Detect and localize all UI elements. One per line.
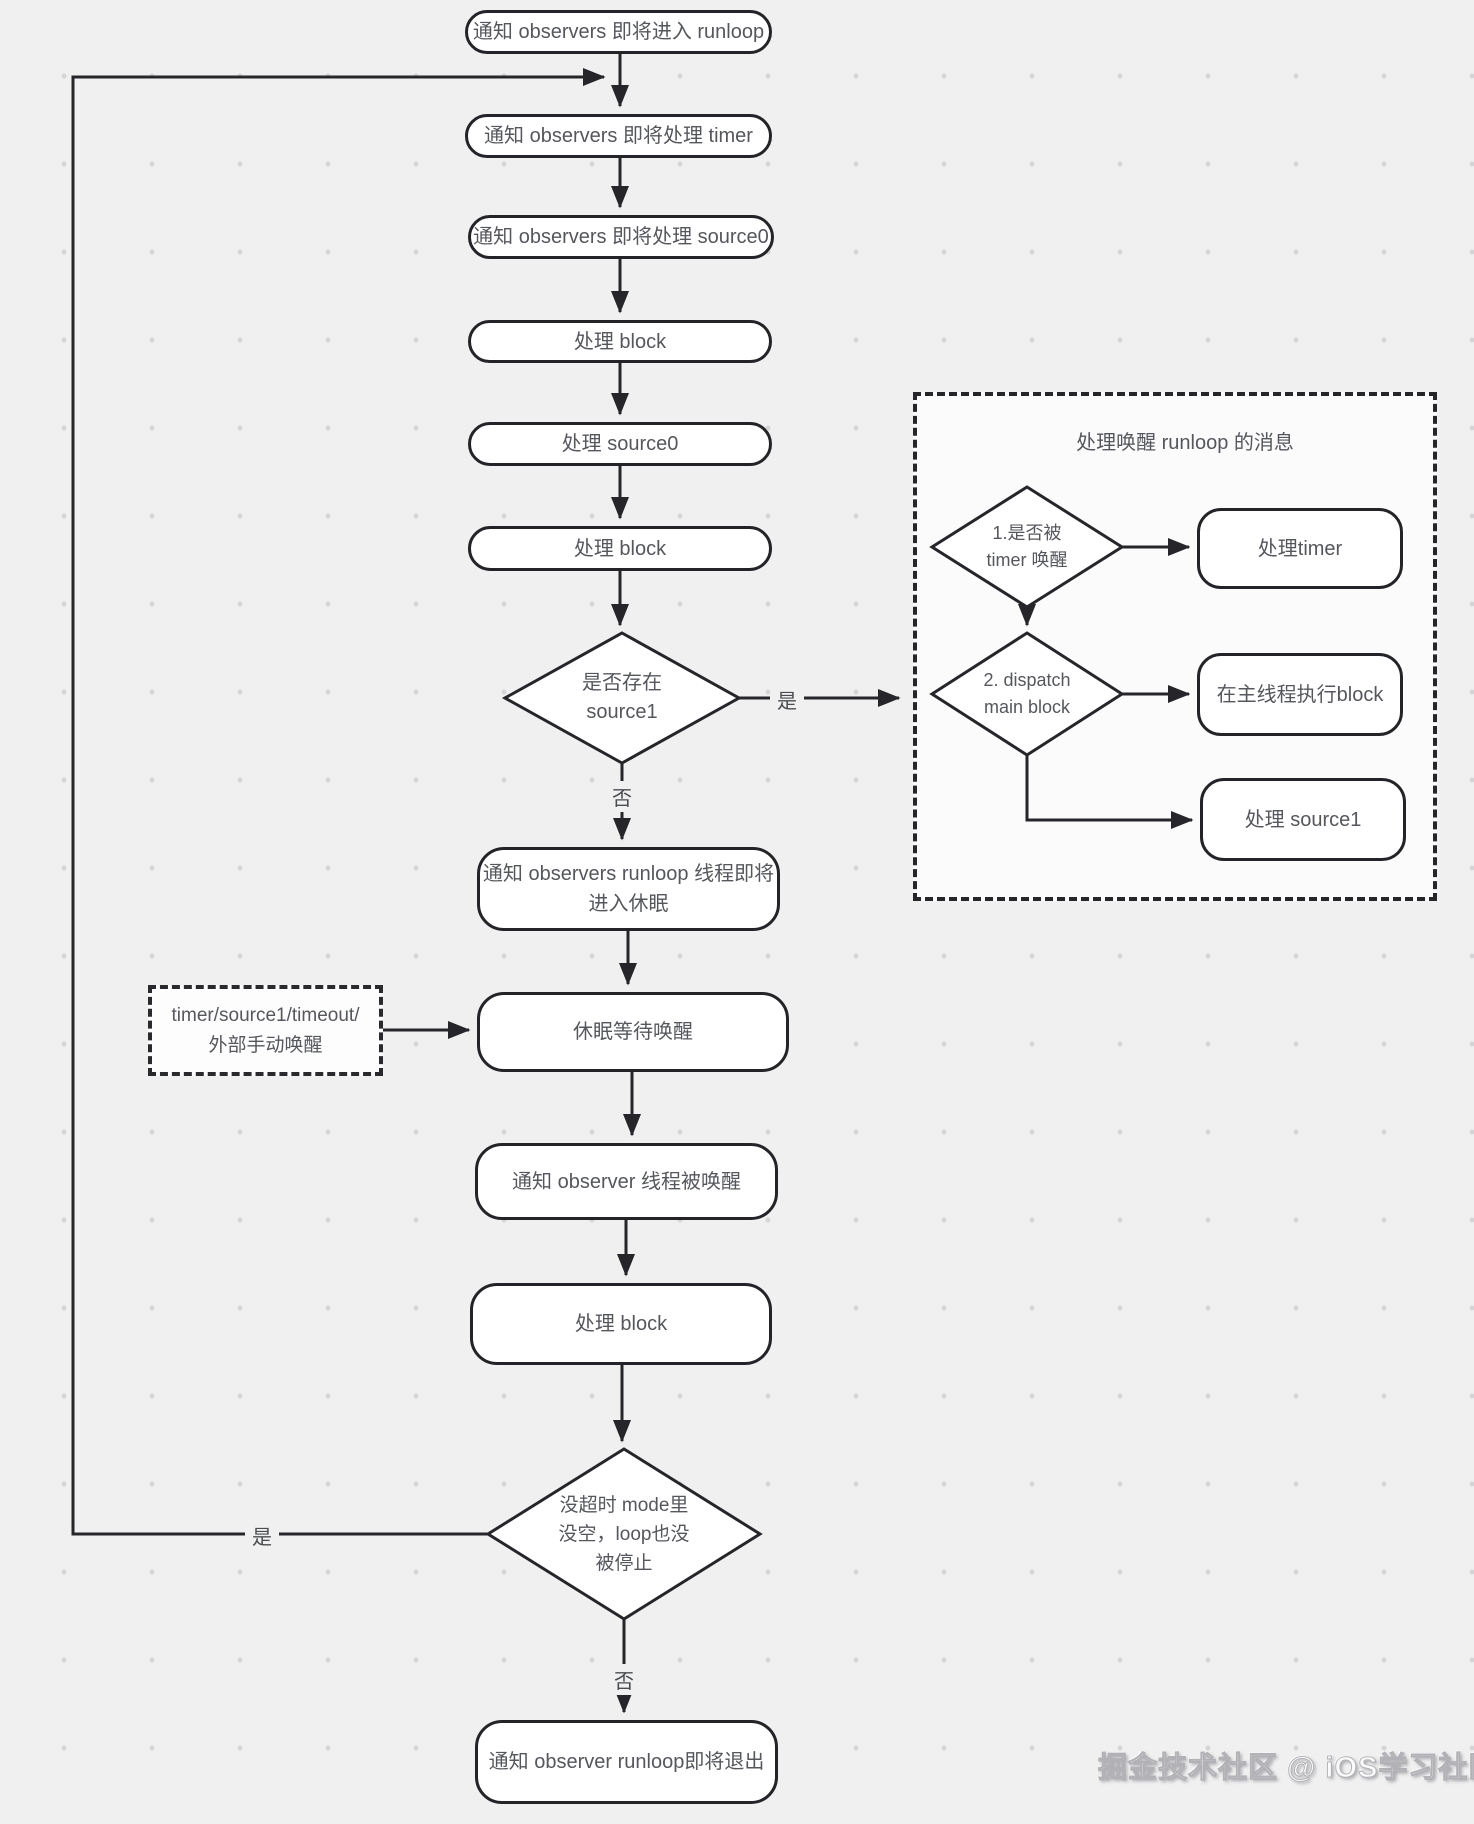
decision-not-timeout-text: 没超时 mode里 没空，loop也没 被停止 (504, 1490, 744, 1578)
node-label: 通知 observers 即将进入 runloop (472, 21, 765, 43)
node-label: 休眠等待唤醒 (573, 1021, 693, 1043)
note-label: timer/source1/timeout/ 外部手动唤醒 (172, 1001, 360, 1061)
node-label: 通知 observers 即将处理 timer (484, 125, 753, 147)
node-notify-will-sleep: 通知 observers runloop 线程即将 进入休眠 (477, 847, 780, 931)
node-handle-timer: 处理timer (1197, 508, 1403, 589)
node-notify-enter-runloop: 通知 observers 即将进入 runloop (465, 10, 772, 54)
node-label: 通知 observers runloop 线程即将 进入休眠 (483, 859, 774, 919)
node-label: 处理 block (573, 537, 667, 560)
node-handle-block-2: 处理 block (468, 526, 772, 571)
node-notify-handle-source0: 通知 observers 即将处理 source0 (468, 215, 774, 259)
label-yes-loop-back: 是 (245, 1520, 279, 1551)
label-no-to-exit: 否 (607, 1664, 641, 1695)
decision-source1-text: 是否存在 source1 (522, 666, 722, 730)
decision-line: 1.是否被 (992, 523, 1062, 543)
node-sleep-wait-wake: 休眠等待唤醒 (477, 992, 789, 1072)
node-handle-source1: 处理 source1 (1200, 778, 1406, 861)
wake-panel-title: 处理唤醒 runloop 的消息 (1076, 432, 1294, 454)
label-yes-to-panel: 是 (770, 684, 804, 715)
decision-line: 是否存在 (582, 672, 662, 694)
node-label: 处理 source0 (561, 433, 679, 455)
node-label: 处理 source1 (1244, 808, 1362, 831)
watermark: 掘金技术社区 @ iOS学习社区 (1098, 1752, 1474, 1785)
decision-line: source1 (586, 701, 658, 723)
decision-line: 没超时 mode里 (559, 1494, 689, 1516)
node-label: 通知 observer 线程被唤醒 (512, 1170, 741, 1193)
note-line: 外部手动唤醒 (208, 1034, 323, 1056)
node-label: 处理timer (1257, 537, 1343, 560)
node-handle-source0: 处理 source0 (468, 422, 772, 466)
node-notify-thread-woken: 通知 observer 线程被唤醒 (475, 1143, 778, 1220)
decision-line: 被停止 (595, 1552, 653, 1574)
label-no-to-sleep: 否 (605, 781, 639, 812)
node-label: 处理 block (574, 1313, 668, 1335)
decision-line: 2. dispatch (983, 670, 1071, 690)
node-label: 通知 observer runloop即将退出 (488, 1751, 765, 1773)
node-label: 在主线程执行block (1216, 683, 1384, 706)
node-exec-block-main-thread: 在主线程执行block (1197, 653, 1403, 736)
node-line: 通知 observers runloop 线程即将 (482, 863, 775, 885)
node-handle-block-3: 处理 block (470, 1283, 772, 1365)
note-line: timer/source1/timeout/ (171, 1004, 360, 1026)
node-notify-handle-timer: 通知 observers 即将处理 timer (465, 114, 772, 158)
note-wake-sources: timer/source1/timeout/ 外部手动唤醒 (148, 985, 383, 1076)
node-line: 进入休眠 (588, 893, 669, 915)
node-label: 处理 block (573, 330, 667, 353)
node-notify-exit: 通知 observer runloop即将退出 (475, 1720, 778, 1804)
decision-line: 没空，loop也没 (558, 1523, 690, 1545)
decision-line: timer 唤醒 (986, 550, 1068, 570)
decision-dispatch-main-text: 2. dispatch main block (932, 662, 1122, 726)
node-handle-block-1: 处理 block (468, 320, 772, 363)
decision-timer-wake-text: 1.是否被 timer 唤醒 (932, 515, 1122, 579)
decision-line: main block (983, 697, 1071, 717)
node-label: 通知 observers 即将处理 source0 (473, 226, 769, 248)
